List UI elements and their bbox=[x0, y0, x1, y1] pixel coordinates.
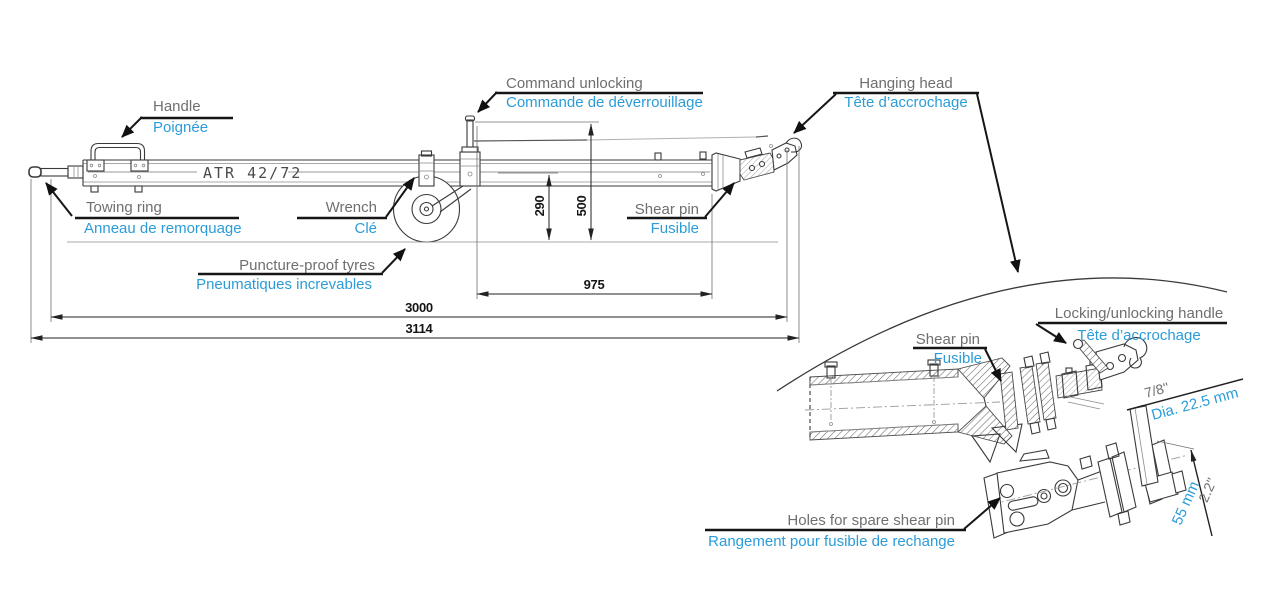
label-spare-holes-arrow bbox=[963, 497, 1001, 530]
label-command-unlocking-fr: Commande de déverrouillage bbox=[506, 94, 703, 111]
label-handle-fr: Poignée bbox=[153, 119, 208, 136]
towing-ring-part bbox=[28, 165, 84, 179]
label-tyres-arrow bbox=[381, 248, 406, 274]
label-hanging-head-arrow bbox=[793, 93, 837, 134]
label-spare-holes: Holes for spare shear pin Rangement pour… bbox=[705, 497, 1001, 550]
label-tyres-fr: Pneumatiques increvables bbox=[196, 276, 372, 293]
label-command-unlocking-arrow bbox=[477, 91, 498, 113]
dimension-rod-height: 500 bbox=[475, 121, 599, 241]
dimension-bar-height: 290 bbox=[498, 172, 558, 241]
label-handle-arrow bbox=[121, 116, 143, 138]
label-shear-pin-detail-en: Shear pin bbox=[916, 331, 980, 348]
tow-bar-body bbox=[82, 151, 712, 193]
label-shear-pin-main-fr: Fusible bbox=[651, 220, 699, 237]
label-towing-ring-fr: Anneau de remorquage bbox=[84, 220, 242, 237]
detail-lower-assembly bbox=[983, 439, 1189, 539]
label-shear-pin-main: Shear pin Fusible bbox=[627, 182, 735, 237]
dim-290-text: 290 bbox=[532, 196, 547, 217]
label-wrench-fr: Clé bbox=[354, 220, 377, 237]
detail-arc bbox=[776, 277, 1228, 392]
label-towing-ring-arrow bbox=[45, 182, 73, 217]
label-command-unlocking-en: Command unlocking bbox=[506, 75, 643, 92]
label-handle: Handle Poignée bbox=[121, 98, 233, 138]
detail-tube bbox=[804, 357, 1023, 464]
dim-3000-text: 3000 bbox=[405, 300, 433, 315]
label-spare-holes-en: Holes for spare shear pin bbox=[787, 512, 955, 529]
label-spare-holes-fr: Rangement pour fusible de rechange bbox=[708, 533, 955, 550]
dim-pin-diameter-inches: 7/8'' bbox=[1143, 379, 1171, 401]
dimension-975: 975 bbox=[476, 126, 713, 299]
hanging-head-part bbox=[711, 137, 803, 192]
label-shear-pin-detail-fr: Fusible bbox=[934, 350, 982, 367]
label-command-unlocking: Command unlocking Commande de déverrouil… bbox=[477, 75, 703, 113]
label-tyres-en: Puncture-proof tyres bbox=[239, 257, 375, 274]
label-wrench-arrow bbox=[385, 177, 415, 218]
handle-part bbox=[86, 142, 149, 172]
label-wrench: Wrench Clé bbox=[297, 177, 415, 237]
label-shear-pin-detail-arrow bbox=[984, 348, 1002, 382]
label-hanging-head-fr: Tête d’accrochage bbox=[844, 94, 967, 111]
detail-head bbox=[999, 336, 1148, 435]
label-handle-en: Handle bbox=[153, 98, 201, 115]
label-locking-handle-fr: Tête d’accrochage bbox=[1077, 327, 1200, 344]
dim-975-text: 975 bbox=[584, 277, 605, 292]
label-hanging-head: Hanging head Tête d’accrochage bbox=[793, 75, 1021, 274]
label-towing-ring-en: Towing ring bbox=[86, 199, 162, 216]
label-towing-ring: Towing ring Anneau de remorquage bbox=[45, 182, 242, 237]
cable-line bbox=[473, 135, 769, 142]
label-shear-pin-detail: Shear pin Fusible bbox=[913, 331, 1002, 382]
dim-3114-text: 3114 bbox=[405, 321, 433, 336]
label-wrench-en: Wrench bbox=[326, 199, 377, 216]
product-marking: ATR 42/72 bbox=[203, 164, 302, 182]
label-shear-pin-main-arrow bbox=[704, 182, 735, 218]
label-locking-handle-en: Locking/unlocking handle bbox=[1055, 305, 1223, 322]
label-locking-handle-arrow bbox=[1035, 323, 1067, 344]
label-hanging-head-en: Hanging head bbox=[859, 75, 952, 92]
label-locking-handle: Locking/unlocking handle Tête d’accrocha… bbox=[1035, 305, 1227, 344]
label-hanging-head-detail-arrow bbox=[976, 93, 1021, 274]
dimension-3000: 3000 bbox=[50, 150, 788, 322]
command-rod-part bbox=[459, 115, 481, 187]
dimension-3114: 3114 bbox=[30, 146, 800, 343]
label-tyres: Puncture-proof tyres Pneumatiques increv… bbox=[196, 248, 406, 293]
label-shear-pin-main-en: Shear pin bbox=[635, 201, 699, 218]
wheel-part bbox=[392, 150, 472, 243]
dim-500-text: 500 bbox=[574, 196, 589, 217]
